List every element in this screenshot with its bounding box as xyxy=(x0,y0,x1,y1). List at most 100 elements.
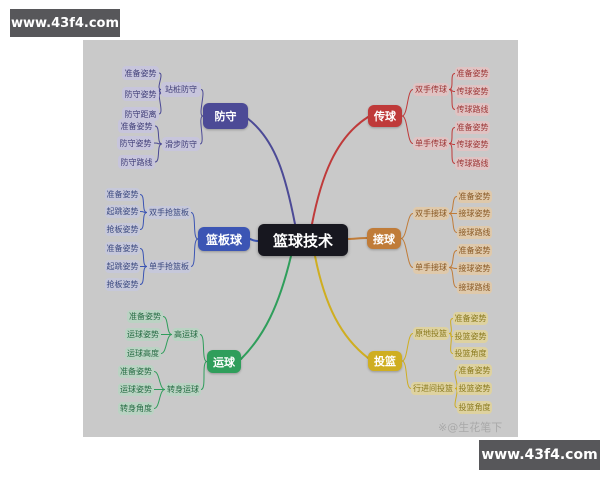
link-r1-r1c xyxy=(139,212,148,230)
mindmap-node-r1c[interactable]: 抢板姿势 xyxy=(105,223,140,236)
link-center-defense xyxy=(246,117,296,225)
mindmap-node-d2[interactable]: 滑步防守 xyxy=(162,137,200,151)
link-defense-d1 xyxy=(200,89,204,117)
link-b1-b1c xyxy=(160,334,173,354)
link-d2-d2a xyxy=(154,125,163,145)
link-d2-d2c xyxy=(154,143,163,163)
link-dribble-b2 xyxy=(200,361,208,390)
mindmap-node-p1b[interactable]: 传球姿势 xyxy=(455,85,490,98)
mindmap-node-c2[interactable]: 单手接球 xyxy=(413,261,449,274)
mindmap-node-p2c[interactable]: 传球路线 xyxy=(455,157,490,170)
mindmap-node-s2c[interactable]: 投篮角度 xyxy=(457,401,492,414)
mindmap-node-c1a[interactable]: 准备姿势 xyxy=(457,190,492,203)
mindmap-node-rebound[interactable]: 篮板球 xyxy=(198,227,250,251)
mindmap-node-pass[interactable]: 传球 xyxy=(368,105,402,127)
mindmap-node-b1c[interactable]: 运球高度 xyxy=(125,347,161,360)
link-pass-p1 xyxy=(401,89,414,117)
mindmap-node-c2c[interactable]: 接球路线 xyxy=(457,281,492,294)
link-p1-p1a xyxy=(448,73,456,90)
mindmap-node-p2a[interactable]: 准备姿势 xyxy=(455,121,490,134)
mindmap-node-d2a[interactable]: 准备姿势 xyxy=(118,119,155,133)
link-catch-c2 xyxy=(400,238,414,268)
link-rebound-r2 xyxy=(190,238,199,267)
mindmap-node-s2a[interactable]: 准备姿势 xyxy=(457,364,492,377)
mindmap-node-dribble[interactable]: 运球 xyxy=(207,350,241,373)
mindmap-node-c1b[interactable]: 接球姿势 xyxy=(457,207,492,220)
link-p2-p2c xyxy=(448,143,456,164)
link-center-pass xyxy=(311,116,369,225)
mindmap-node-c1[interactable]: 双手接球 xyxy=(413,207,449,220)
link-s2-s2a xyxy=(454,370,458,389)
mindmap-node-d1a[interactable]: 准备姿势 xyxy=(122,66,159,80)
mindmap-node-r2b[interactable]: 起跳姿势 xyxy=(105,260,140,273)
mindmap-node-p1a[interactable]: 准备姿势 xyxy=(455,67,490,80)
mindmap-node-c2b[interactable]: 接球姿势 xyxy=(457,262,492,275)
link-b1-b1a xyxy=(162,316,173,335)
link-s1-s1c xyxy=(448,333,454,354)
link-b2-b2a xyxy=(153,371,166,390)
mindmap-node-p1c[interactable]: 传球路线 xyxy=(455,103,490,116)
link-center-rebound xyxy=(249,238,259,242)
mindmap-node-defense[interactable]: 防守 xyxy=(203,103,248,129)
mindmap-node-p2b[interactable]: 传球姿势 xyxy=(455,138,490,151)
link-d1-d1c xyxy=(158,89,162,115)
mindmap-node-b2[interactable]: 转身运球 xyxy=(165,383,201,396)
mindmap-node-r2[interactable]: 单手抢篮板 xyxy=(147,260,191,273)
author-watermark: ※@生花笔下 xyxy=(438,421,503,434)
link-c1-c1a xyxy=(448,196,458,214)
mindmap-node-r1b[interactable]: 起跳姿势 xyxy=(105,205,140,218)
link-p1-p1c xyxy=(448,89,456,110)
mindmap-node-r2c[interactable]: 抢板姿势 xyxy=(105,278,140,291)
mindmap-node-b1[interactable]: 高运球 xyxy=(172,328,200,341)
mindmap-node-c1c[interactable]: 接球路线 xyxy=(457,226,492,239)
link-s2-s2c xyxy=(454,388,458,408)
link-d1-d1a xyxy=(158,72,162,90)
link-r2-r2c xyxy=(139,266,148,285)
mindmap-node-b1b[interactable]: 运球姿势 xyxy=(125,328,161,341)
link-pass-p2 xyxy=(401,115,414,144)
mindmap-node-b2c[interactable]: 转身角度 xyxy=(118,402,154,415)
mindmap-node-catch[interactable]: 接球 xyxy=(367,228,401,249)
mindmap-node-s2b[interactable]: 投篮姿势 xyxy=(457,382,492,395)
mindmap-node-d2b[interactable]: 防守姿势 xyxy=(117,136,154,150)
mindmap-node-s2[interactable]: 行进间投篮 xyxy=(411,382,455,395)
link-shoot-s1 xyxy=(401,333,414,362)
mindmap-node-b1a[interactable]: 准备姿势 xyxy=(127,310,163,323)
mindmap-node-b2a[interactable]: 准备姿势 xyxy=(118,365,154,378)
link-center-shoot xyxy=(314,255,369,359)
mindmap-canvas: 篮球技术防守站桩防守准备姿势防守姿势防守距离滑步防守准备姿势防守姿势防守路线篮板… xyxy=(83,40,518,437)
mindmap-node-d1[interactable]: 站桩防守 xyxy=(161,82,201,97)
link-c2-c2c xyxy=(448,267,458,288)
mindmap-node-s1a[interactable]: 准备姿势 xyxy=(453,312,488,325)
mindmap-node-center[interactable]: 篮球技术 xyxy=(258,224,348,256)
mindmap-node-c2a[interactable]: 准备姿势 xyxy=(457,244,492,257)
mindmap-node-s1[interactable]: 原地投篮 xyxy=(413,327,449,340)
mindmap-node-s1c[interactable]: 投篮角度 xyxy=(453,347,488,360)
link-b2-b2c xyxy=(153,389,166,409)
mindmap-node-d1c[interactable]: 防守距离 xyxy=(122,107,159,121)
mindmap-node-shoot[interactable]: 投篮 xyxy=(368,351,402,371)
link-center-catch xyxy=(347,237,368,240)
link-catch-c1 xyxy=(400,213,414,239)
mindmap-links xyxy=(139,72,458,409)
watermark-banner-top-left: www.43f4.com xyxy=(10,9,120,37)
mindmap-node-d1b[interactable]: 防守姿势 xyxy=(122,87,159,101)
link-r1-r1a xyxy=(139,194,148,213)
mindmap-node-d2c[interactable]: 防守路线 xyxy=(118,155,155,169)
mindmap-node-r1[interactable]: 双手抢篮板 xyxy=(147,206,191,219)
link-dribble-b1 xyxy=(199,334,208,362)
mindmap-node-r1a[interactable]: 准备姿势 xyxy=(105,188,140,201)
mindmap-node-b2b[interactable]: 运球姿势 xyxy=(118,383,154,396)
link-c1-c1c xyxy=(448,213,458,233)
mindmap-node-p1[interactable]: 双手传球 xyxy=(413,83,449,96)
watermark-banner-bottom-right: www.43f4.com xyxy=(479,440,600,470)
link-c2-c2a xyxy=(448,250,458,268)
link-center-dribble xyxy=(240,255,292,360)
link-shoot-s2 xyxy=(401,360,412,389)
mindmap-node-r2a[interactable]: 准备姿势 xyxy=(105,242,140,255)
mindmap-node-s1b[interactable]: 投篮姿势 xyxy=(453,330,488,343)
mindmap-node-p2[interactable]: 单手传球 xyxy=(413,137,449,150)
link-r2-r2a xyxy=(139,248,148,267)
link-rebound-r1 xyxy=(190,212,199,240)
